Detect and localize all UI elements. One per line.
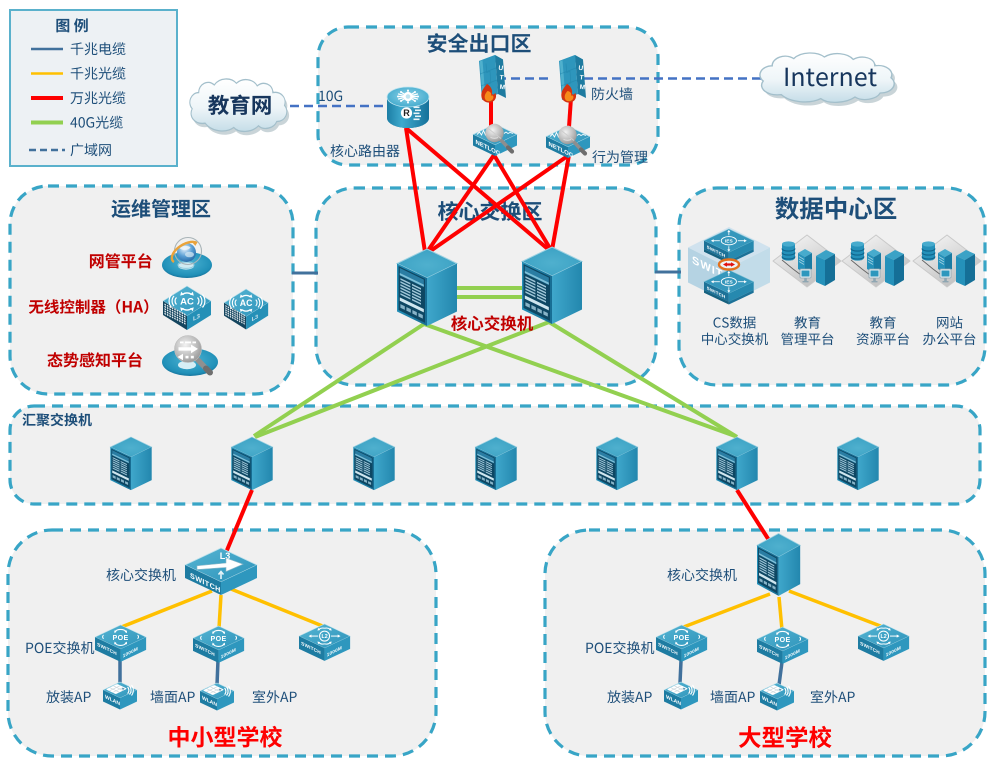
svg-text:AC: AC: [240, 298, 253, 308]
svg-text:POE: POE: [674, 634, 690, 642]
svg-text:L3: L3: [193, 313, 200, 323]
svg-text:L2: L2: [880, 634, 886, 640]
svg-text:IES: IES: [725, 279, 734, 285]
svg-text:T: T: [499, 74, 504, 81]
svg-text:L3: L3: [252, 314, 259, 323]
svg-text:M: M: [499, 84, 505, 92]
svg-text:U: U: [578, 65, 584, 72]
svg-text:AC: AC: [180, 297, 194, 308]
svg-text:U: U: [498, 65, 504, 72]
svg-text:R: R: [403, 108, 410, 118]
svg-text:POE: POE: [775, 636, 791, 644]
svg-text:L3: L3: [220, 551, 231, 561]
svg-text:M: M: [579, 84, 585, 92]
svg-text:T: T: [579, 74, 584, 81]
svg-text:L2: L2: [321, 634, 327, 640]
svg-text:POE: POE: [211, 635, 227, 643]
svg-text:POE: POE: [113, 634, 129, 642]
svg-text:IES: IES: [725, 238, 734, 244]
